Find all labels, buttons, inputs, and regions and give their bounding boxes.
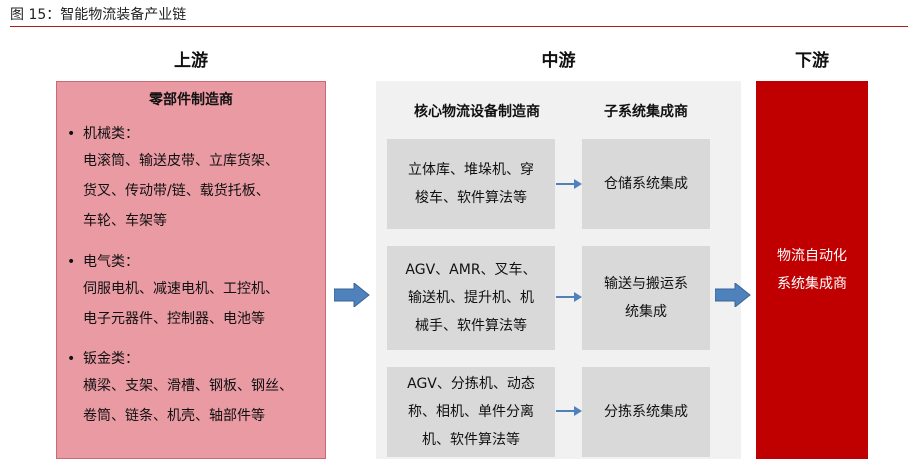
category-label: 电气类： — [83, 254, 139, 270]
text-line: AGV、AMR、叉车、 — [405, 262, 537, 278]
text-line: 统集成 — [625, 304, 667, 320]
category-mechanical: • 机械类： — [67, 123, 139, 143]
category-electrical: • 电气类： — [67, 251, 139, 271]
bullet-icon: • — [67, 254, 76, 270]
upstream-subtitle: 零部件制造商 — [149, 92, 233, 108]
item-line: 货叉、传动带/链、载货托板、 — [83, 183, 270, 199]
text-line: 系统集成商 — [777, 276, 847, 292]
core-equipment-header: 核心物流设备制造商 — [414, 104, 540, 120]
midstream-header: 中游 — [541, 51, 576, 71]
text-line: 物流自动化 — [777, 248, 847, 264]
bullet-icon: • — [67, 351, 76, 367]
upstream-header: 上游 — [174, 51, 208, 71]
category-label: 机械类： — [83, 126, 139, 142]
bullet-icon: • — [67, 126, 76, 142]
item-line: 卷筒、链条、机壳、轴部件等 — [83, 408, 265, 424]
item-line: 电子元器件、控制器、电池等 — [83, 311, 265, 327]
text-line: 输送机、提升机、机 — [407, 290, 534, 306]
text-line: 械手、软件算法等 — [414, 318, 527, 334]
item-line: 车轮、车架等 — [83, 213, 167, 229]
arrow-right-icon — [556, 292, 582, 302]
arrow-right-icon — [556, 406, 582, 416]
equipment-box-storage: 立体库、堆垛机、穿 梭车、软件算法等 — [387, 139, 555, 229]
mechanical-items: 电滚筒、输送皮带、立库货架、 货叉、传动带/链、载货托板、 车轮、车架等 — [83, 146, 279, 236]
text-line: 梭车、软件算法等 — [415, 190, 527, 206]
arrow-right-icon — [556, 179, 582, 189]
text-line: 分拣系统集成 — [604, 404, 688, 420]
category-sheet-metal: • 钣金类： — [67, 348, 139, 368]
text-line: 仓储系统集成 — [604, 176, 688, 192]
equipment-box-conveying: AGV、AMR、叉车、 输送机、提升机、机 械手、软件算法等 — [387, 246, 555, 350]
subsystem-integrator-header: 子系统集成商 — [604, 104, 688, 120]
text-line: 机、软件算法等 — [421, 432, 520, 448]
text-line: 输送与搬运系 — [604, 276, 688, 292]
figure-title: 图 15：智能物流装备产业链 — [10, 7, 187, 23]
flow-arrow-icon — [715, 283, 751, 307]
downstream-header: 下游 — [795, 51, 829, 71]
downstream-box: 物流自动化 系统集成商 — [756, 81, 868, 459]
electrical-items: 伺服电机、减速电机、工控机、 电子元器件、控制器、电池等 — [83, 274, 279, 334]
item-line: 电滚筒、输送皮带、立库货架、 — [83, 153, 279, 169]
text-line: AGV、分拣机、动态 — [407, 376, 535, 392]
upstream-box: 零部件制造商 • 机械类： 电滚筒、输送皮带、立库货架、 货叉、传动带/链、载货托… — [56, 81, 326, 459]
integration-box-storage: 仓储系统集成 — [582, 139, 710, 229]
text-line: 称、相机、单件分离 — [407, 404, 534, 420]
integration-box-conveying: 输送与搬运系 统集成 — [582, 246, 710, 350]
equipment-box-sorting: AGV、分拣机、动态 称、相机、单件分离 机、软件算法等 — [387, 367, 555, 457]
title-rule — [10, 26, 908, 27]
item-line: 伺服电机、减速电机、工控机、 — [83, 281, 279, 297]
item-line: 横梁、支架、滑槽、钢板、钢丝、 — [83, 378, 293, 394]
integration-box-sorting: 分拣系统集成 — [582, 367, 710, 457]
category-label: 钣金类： — [83, 351, 139, 367]
sheet-metal-items: 横梁、支架、滑槽、钢板、钢丝、 卷筒、链条、机壳、轴部件等 — [83, 371, 293, 431]
text-line: 立体库、堆垛机、穿 — [408, 162, 534, 178]
flow-arrow-icon — [334, 283, 370, 307]
